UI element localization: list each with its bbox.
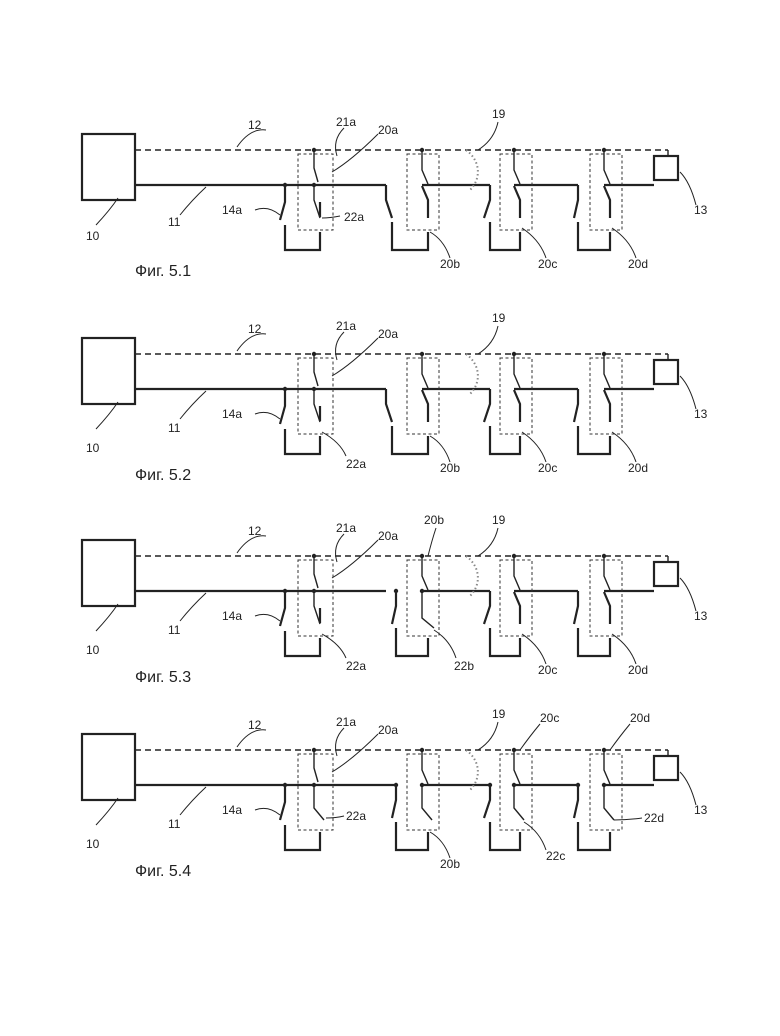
label-20b: 20b xyxy=(424,513,444,527)
label-22a: 22a xyxy=(346,809,366,823)
figure-caption: Фиг. 5.3 xyxy=(135,669,191,686)
label-14a: 14a xyxy=(222,407,242,421)
label-13: 13 xyxy=(694,407,708,421)
label-19: 19 xyxy=(492,513,506,527)
switch-unit-a xyxy=(280,150,333,250)
label-19: 19 xyxy=(492,107,506,121)
label-11: 11 xyxy=(168,215,181,229)
label-10: 10 xyxy=(86,441,100,455)
label-21a: 21a xyxy=(336,715,356,729)
switch-unit-c xyxy=(484,750,532,850)
switch-unit-c xyxy=(484,354,532,454)
control-unit-box xyxy=(82,540,135,606)
figure-caption: Фиг. 5.1 xyxy=(135,263,191,280)
label-20c: 20c xyxy=(540,711,559,725)
label-20d: 20d xyxy=(630,711,650,725)
label-21a: 21a xyxy=(336,521,356,535)
label-20c: 20c xyxy=(538,663,557,677)
label-22d: 22d xyxy=(644,811,664,825)
load-box-13 xyxy=(654,360,678,384)
label-22a: 22a xyxy=(346,659,366,673)
label-21a: 21a xyxy=(336,115,356,129)
label-20b: 20b xyxy=(440,857,460,871)
label-20d: 20d xyxy=(628,257,648,271)
switch-unit-a xyxy=(280,354,333,454)
label-12: 12 xyxy=(248,524,262,538)
control-unit-box xyxy=(82,338,135,404)
label-10: 10 xyxy=(86,229,100,243)
label-20d: 20d xyxy=(628,461,648,475)
label-20c: 20c xyxy=(538,257,557,271)
label-13: 13 xyxy=(694,803,708,817)
label-12: 12 xyxy=(248,322,262,336)
figure-5-3: 12 21a 20a 20b 19 13 10 11 14a 22a 22b 2… xyxy=(82,513,708,686)
label-19: 19 xyxy=(492,311,506,325)
switch-unit-d xyxy=(574,150,622,250)
switch-unit-c xyxy=(484,556,532,656)
label-11: 11 xyxy=(168,421,181,435)
label-20a: 20a xyxy=(378,723,398,737)
label-20a: 20a xyxy=(378,123,398,137)
switch-unit-a xyxy=(280,556,333,656)
figure-5-2: 12 21a 20a 19 13 10 11 14a 22a 20b 20c 2… xyxy=(82,311,708,484)
load-box-13 xyxy=(654,156,678,180)
label-14a: 14a xyxy=(222,803,242,817)
control-unit-box xyxy=(82,134,135,200)
control-unit-box xyxy=(82,734,135,800)
label-22a: 22a xyxy=(344,210,364,224)
label-20b: 20b xyxy=(440,461,460,475)
label-10: 10 xyxy=(86,837,100,851)
switch-unit-b xyxy=(386,354,439,454)
switch-unit-d xyxy=(574,354,622,454)
label-20c: 20c xyxy=(538,461,557,475)
switch-unit-b xyxy=(392,556,439,656)
label-20a: 20a xyxy=(378,327,398,341)
label-22c: 22c xyxy=(546,849,565,863)
label-20b: 20b xyxy=(440,257,460,271)
label-13: 13 xyxy=(694,609,708,623)
label-11: 11 xyxy=(168,817,181,831)
switch-unit-d xyxy=(574,750,622,850)
switch-unit-b xyxy=(392,750,439,850)
label-20d: 20d xyxy=(628,663,648,677)
label-20a: 20a xyxy=(378,529,398,543)
label-22b: 22b xyxy=(454,659,474,673)
switch-unit-a xyxy=(280,750,333,850)
label-12: 12 xyxy=(248,118,262,132)
label-22a: 22a xyxy=(346,457,366,471)
label-21a: 21a xyxy=(336,319,356,333)
figure-caption: Фиг. 5.4 xyxy=(135,863,191,880)
label-11: 11 xyxy=(168,623,181,637)
figure-caption: Фиг. 5.2 xyxy=(135,467,191,484)
switch-unit-d xyxy=(574,556,622,656)
figure-5-1: 12 21a 20a 19 13 10 11 14a 22a 20b 20c 2… xyxy=(82,107,708,280)
label-10: 10 xyxy=(86,643,100,657)
switch-unit-b xyxy=(386,150,439,250)
label-13: 13 xyxy=(694,203,708,217)
label-12: 12 xyxy=(248,718,262,732)
label-19: 19 xyxy=(492,707,506,721)
label-14a: 14a xyxy=(222,203,242,217)
switch-unit-c xyxy=(484,150,532,250)
load-box-13 xyxy=(654,756,678,780)
label-14a: 14a xyxy=(222,609,242,623)
load-box-13 xyxy=(654,562,678,586)
figure-5-4: 12 21a 20a 19 20c 20d 13 10 11 14a 22a 2… xyxy=(82,707,708,880)
